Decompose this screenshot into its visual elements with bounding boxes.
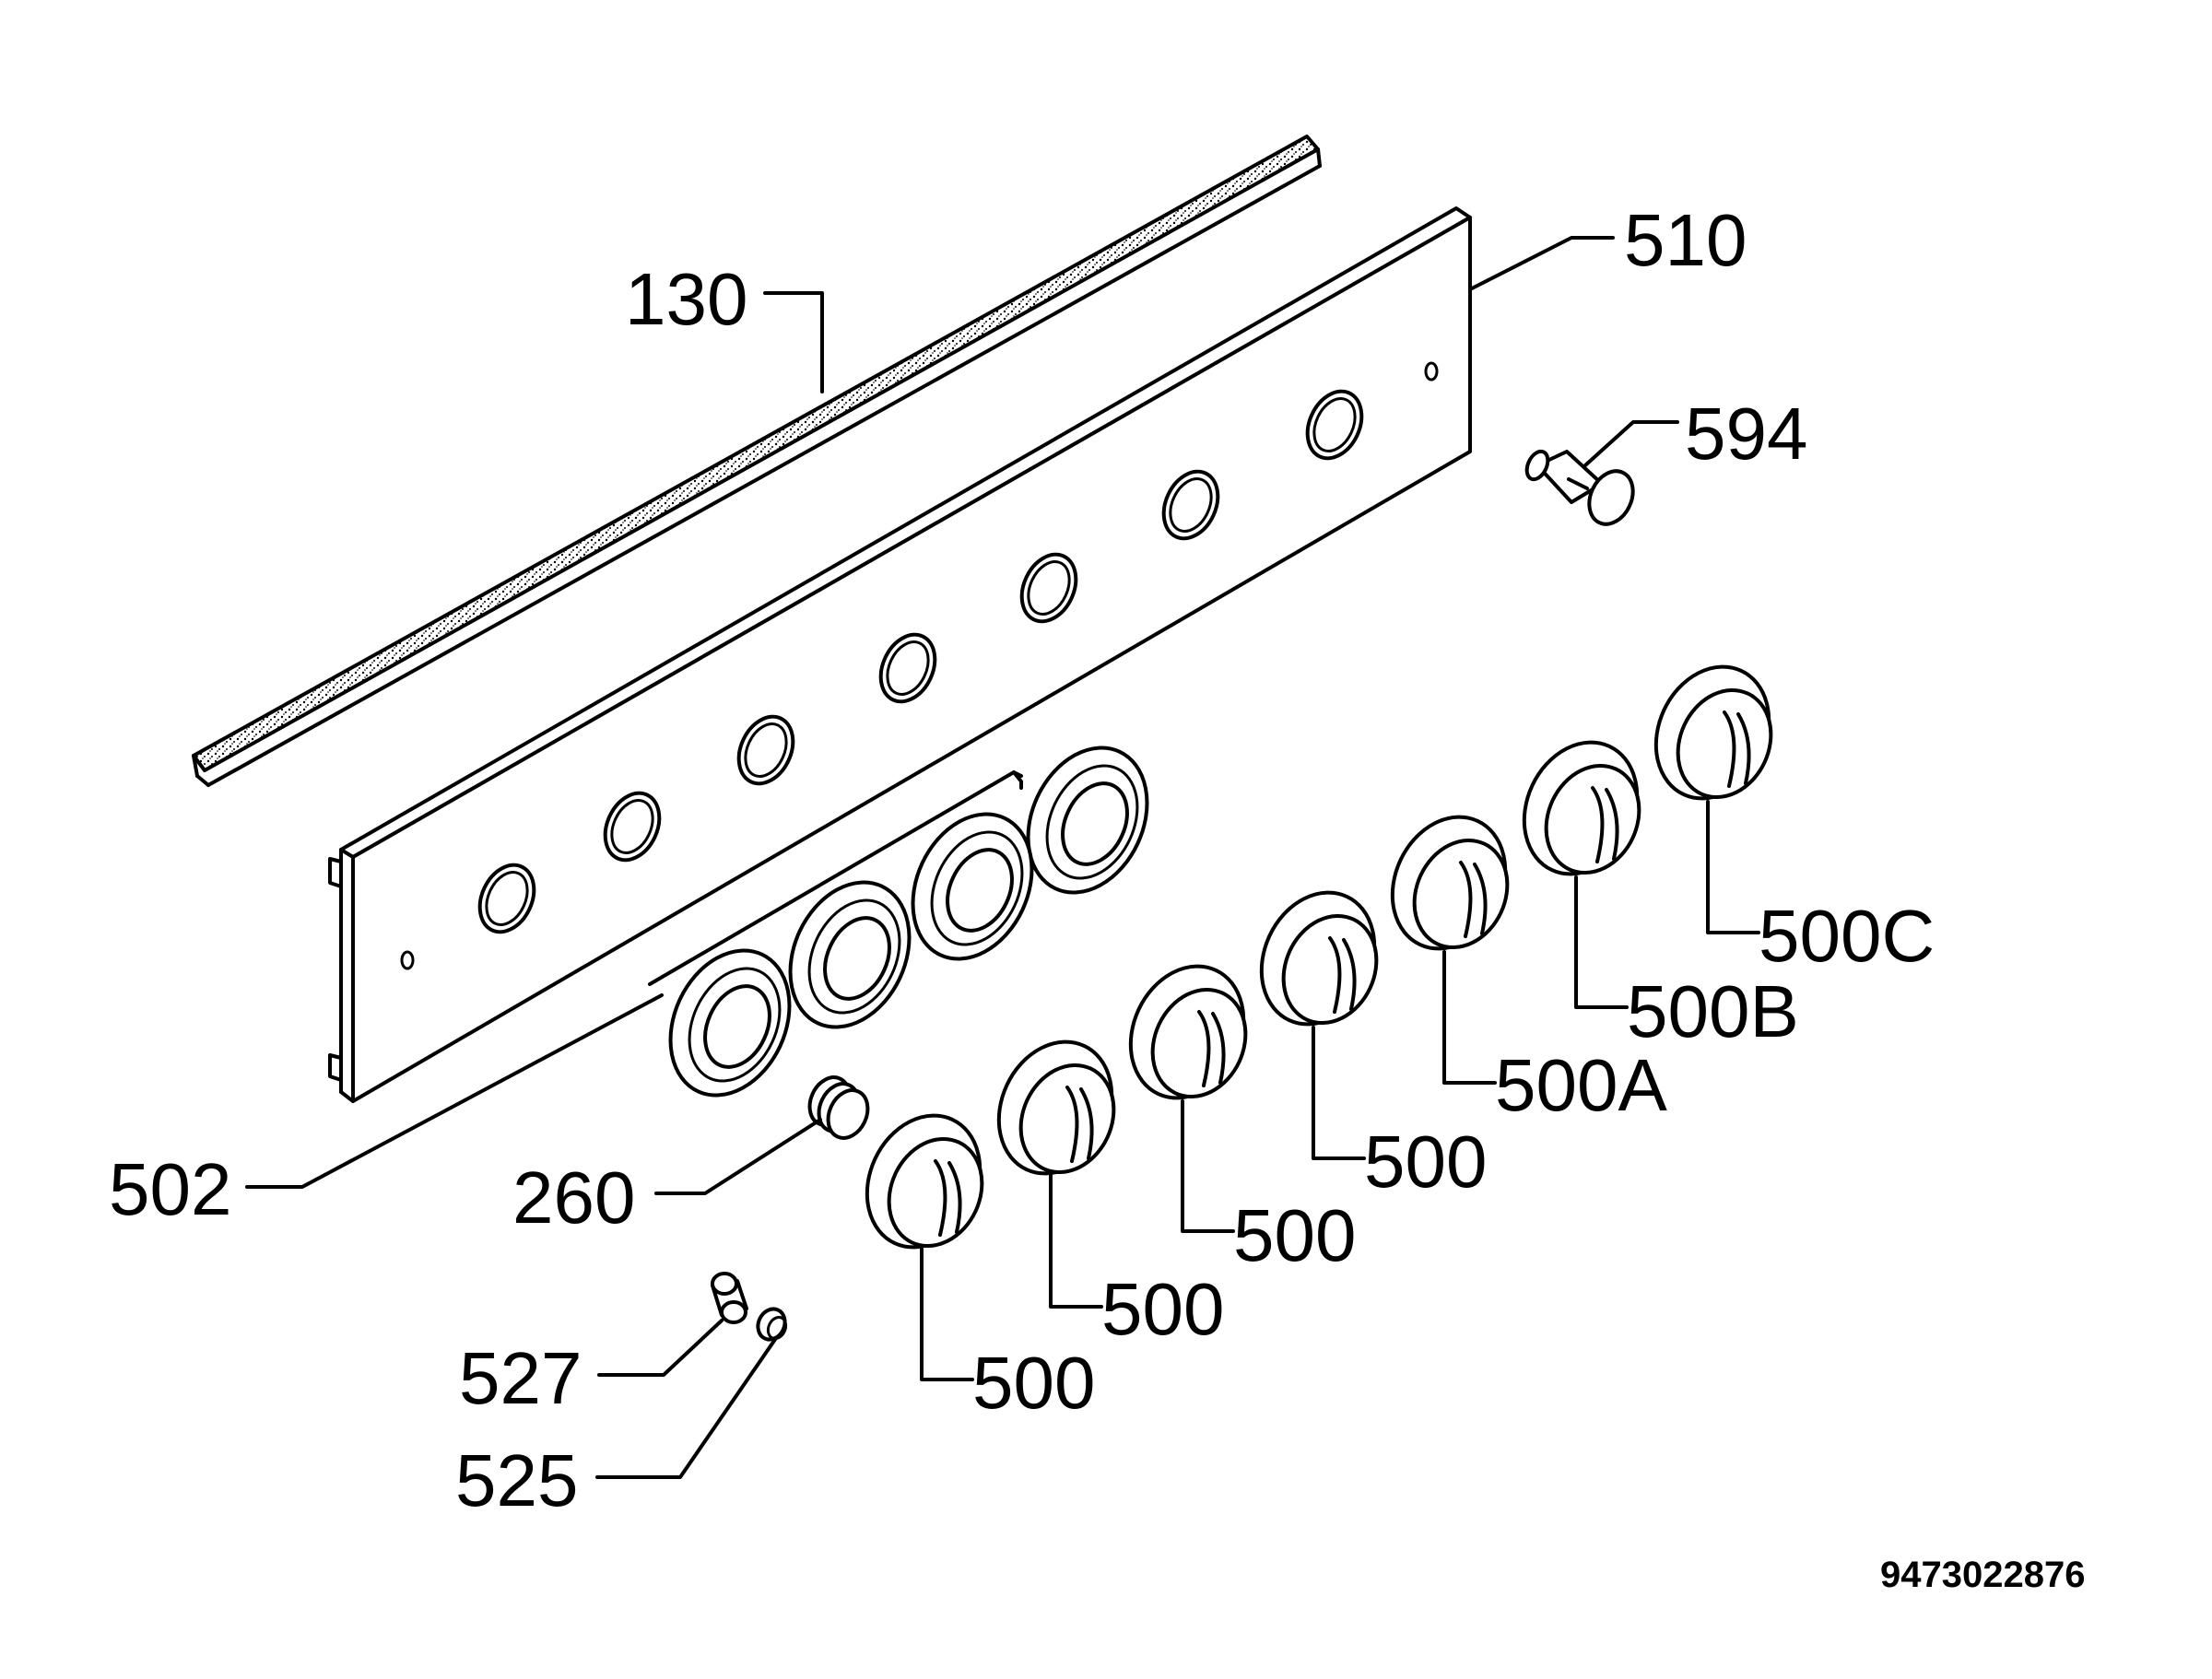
seal-strip-130 bbox=[192, 135, 1322, 787]
part-labels: 130 510 594 502 260 527 525 500 500 500 … bbox=[109, 199, 1935, 1521]
leader-lines bbox=[245, 236, 1760, 1479]
label-500-1: 500 bbox=[972, 1342, 1095, 1424]
label-510: 510 bbox=[1624, 199, 1747, 281]
bezel-frame-502 bbox=[648, 746, 1149, 1098]
label-502: 502 bbox=[109, 1148, 231, 1230]
knob-500-4 bbox=[1259, 890, 1379, 1027]
label-500-4: 500 bbox=[1364, 1121, 1487, 1203]
label-500-3: 500 bbox=[1233, 1194, 1356, 1276]
label-500A: 500A bbox=[1495, 1044, 1667, 1126]
spring-260 bbox=[807, 1075, 870, 1140]
bezel-rings bbox=[668, 746, 1149, 1098]
label-500-2: 500 bbox=[1101, 1268, 1224, 1350]
label-527: 527 bbox=[459, 1337, 582, 1419]
label-130: 130 bbox=[625, 258, 747, 340]
knob-500-2 bbox=[996, 1039, 1116, 1176]
knob-holes bbox=[477, 389, 1364, 934]
bush-527 bbox=[711, 1272, 748, 1324]
knob-500B bbox=[1522, 740, 1641, 876]
label-594: 594 bbox=[1685, 393, 1807, 475]
label-525: 525 bbox=[455, 1439, 578, 1521]
switch-594 bbox=[1524, 449, 1635, 526]
knob-500-1 bbox=[865, 1113, 984, 1250]
cap-525 bbox=[756, 1307, 788, 1342]
knob-500-3 bbox=[1128, 964, 1248, 1100]
knob-500C bbox=[1653, 664, 1773, 801]
document-number: 9473022876 bbox=[1880, 1555, 2085, 1595]
knob-500A bbox=[1390, 815, 1510, 951]
control-panel-510 bbox=[328, 206, 1472, 1103]
label-500B: 500B bbox=[1627, 970, 1799, 1052]
label-500C: 500C bbox=[1759, 895, 1935, 977]
label-260: 260 bbox=[512, 1157, 635, 1239]
control-knobs bbox=[865, 664, 1773, 1250]
